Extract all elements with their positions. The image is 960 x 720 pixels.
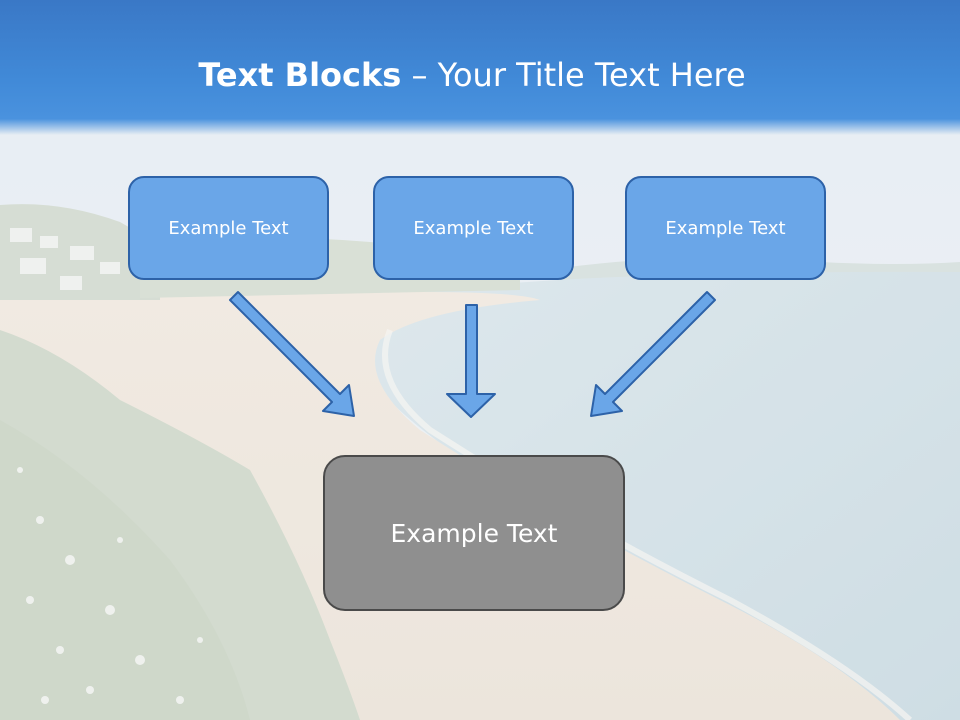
- arrow-down-center: [446, 304, 496, 418]
- text-block-3[interactable]: Example Text: [625, 176, 826, 280]
- arrow-right-diagonal: [590, 291, 716, 417]
- text-block-2-label: Example Text: [413, 217, 534, 239]
- header-band: [0, 0, 960, 135]
- title-bold-part: Text Blocks: [198, 56, 402, 94]
- slide-title: Text Blocks – Your Title Text Here: [0, 52, 944, 98]
- title-separator: –: [401, 56, 438, 94]
- title-rest: Your Title Text Here: [437, 56, 746, 94]
- arrow-left-diagonal: [229, 291, 355, 417]
- text-block-1[interactable]: Example Text: [128, 176, 329, 280]
- text-block-2[interactable]: Example Text: [373, 176, 574, 280]
- target-text-block-label: Example Text: [390, 518, 558, 548]
- text-block-1-label: Example Text: [168, 217, 289, 239]
- target-text-block[interactable]: Example Text: [323, 455, 625, 611]
- text-block-3-label: Example Text: [665, 217, 786, 239]
